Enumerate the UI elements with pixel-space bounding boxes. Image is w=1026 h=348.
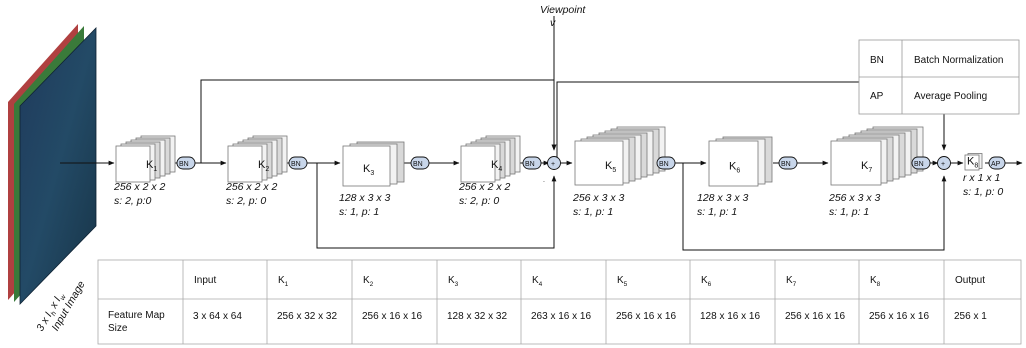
table-header-5: K4 (532, 275, 543, 288)
kernel-label-7: K7 (861, 160, 872, 174)
bn-ops: BN BN BN BN BN BN BN AP (176, 156, 1006, 170)
kernel-blocks: K1 256 x 2 x 2 s: 2, p:0 K2 256 x 2 x 2 s: 2,… (113, 126, 1003, 218)
svg-text:BN: BN (413, 161, 423, 168)
viewpoint-label: Viewpoint (540, 4, 586, 16)
svg-text:BN: BN (291, 161, 301, 168)
table-header-9: K8 (870, 275, 881, 288)
kernel-label-3: K3 (363, 163, 374, 177)
table-header-6: K5 (617, 275, 628, 288)
svg-text:BN: BN (525, 161, 535, 168)
table-header-8: K7 (786, 275, 797, 288)
kernel-dims-5: 256 x 3 x 3 (572, 192, 625, 204)
kernel-params-4: s: 2, p: 0 (459, 195, 499, 207)
kernel-dims-1: 256 x 2 x 2 (113, 181, 166, 193)
add-op-2: + (937, 156, 951, 170)
kernel-params-7: s: 1, p: 1 (829, 206, 869, 218)
table-cell-9: 256 x 16 x 16 (869, 311, 929, 322)
table-cell-4: 128 x 32 x 32 (447, 311, 507, 322)
kernel-block-5: K5 256 x 3 x 3 s: 1, p: 1 (572, 126, 666, 218)
add-ops: + + (547, 156, 951, 170)
svg-text:+: + (551, 161, 555, 168)
kernel-block-1: K1 256 x 2 x 2 s: 2, p:0 (113, 135, 176, 207)
kernel-label-8: K8 (967, 156, 978, 170)
kernel-dims-7: 256 x 3 x 3 (828, 192, 881, 204)
kernel-dims-6: 128 x 3 x 3 (697, 192, 749, 204)
kernel-block-2: K2 256 x 2 x 2 s: 2, p: 0 (225, 135, 288, 207)
kernel-block-6: K6 128 x 3 x 3 s: 1, p: 1 (697, 136, 773, 218)
kernel-label-5: K5 (605, 160, 616, 174)
bn-op-7: BN (911, 156, 931, 170)
kernel-label-4: K4 (491, 159, 502, 173)
kernel-dims-4: 256 x 2 x 2 (458, 181, 511, 193)
legend: BN Batch Normalization AP Average Poolin… (858, 39, 1020, 115)
kernel-block-4: K4 256 x 2 x 2 s: 2, p: 0 (458, 135, 521, 207)
table-cell-7: 128 x 16 x 16 (700, 311, 760, 322)
svg-text:BN: BN (914, 161, 924, 168)
kernel-params-2: s: 2, p: 0 (226, 195, 266, 207)
legend-abbr-bn: BN (870, 55, 884, 66)
svg-text:BN: BN (781, 161, 791, 168)
kernel-block-8: K8 r x 1 x 1 s: 1, p: 0 (963, 153, 1003, 198)
kernel-params-3: s: 1, p: 1 (339, 206, 379, 218)
table-cell-2: 256 x 32 x 32 (277, 311, 337, 322)
bn-op-4: BN (522, 156, 542, 170)
bn-op-3: BN (410, 156, 430, 170)
table-header-4: K3 (448, 275, 459, 288)
add-op-1: + (547, 156, 561, 170)
kernel-label-6: K6 (729, 161, 740, 175)
input-image-stack (8, 24, 97, 305)
kernel-dims-3: 128 x 3 x 3 (339, 192, 391, 204)
table-cell-8: 256 x 16 x 16 (785, 311, 845, 322)
bn-op-5: BN (656, 156, 676, 170)
kernel-params-1: s: 2, p:0 (114, 195, 152, 207)
kernel-block-3: K3 128 x 3 x 3 s: 1, p: 1 (339, 141, 405, 218)
bn-op-1: BN (176, 156, 196, 170)
table-header-3: K2 (363, 275, 374, 288)
legend-full-ap: Average Pooling (914, 91, 987, 102)
kernel-dims-2: 256 x 2 x 2 (225, 181, 278, 193)
svg-text:BN: BN (659, 161, 669, 168)
svg-text:AP: AP (991, 161, 1001, 168)
kernel-dims-8: r x 1 x 1 (963, 172, 1000, 184)
kernel-block-7: K7 256 x 3 x 3 s: 1, p: 1 (828, 126, 924, 218)
table-header-1: Input (194, 275, 216, 286)
kernel-params-5: s: 1, p: 1 (573, 206, 613, 218)
table-cell-1: 3 x 64 x 64 (193, 311, 242, 322)
legend-full-bn: Batch Normalization (914, 55, 1003, 66)
table-cell-3: 256 x 16 x 16 (362, 311, 422, 322)
table-header-10: Output (955, 275, 985, 286)
ap-op: AP (988, 156, 1006, 170)
viewpoint-symbol: v (550, 17, 556, 29)
table-header-2: K1 (278, 275, 289, 288)
kernel-params-6: s: 1, p: 1 (697, 206, 737, 218)
input-image-caption: 3 x Ih x Iw Input Image (34, 279, 87, 334)
kernel-label-2: K2 (258, 159, 269, 173)
kernel-params-8: s: 1, p: 0 (963, 186, 1003, 198)
svg-text:BN: BN (179, 161, 189, 168)
svg-text:+: + (941, 161, 945, 168)
table-header-7: K6 (701, 275, 712, 288)
table-row-label-line-2: Size (108, 323, 128, 334)
legend-abbr-ap: AP (870, 91, 884, 102)
bn-op-6: BN (778, 156, 798, 170)
table-row-label-line-1: Feature Map (108, 310, 165, 321)
kernel-label-1: K1 (146, 159, 157, 173)
bn-op-2: BN (288, 156, 308, 170)
table-cell-5: 263 x 16 x 16 (531, 311, 591, 322)
dot-mark: . (543, 177, 545, 184)
table-cell-10: 256 x 1 (954, 311, 987, 322)
table-cell-6: 256 x 16 x 16 (616, 311, 676, 322)
